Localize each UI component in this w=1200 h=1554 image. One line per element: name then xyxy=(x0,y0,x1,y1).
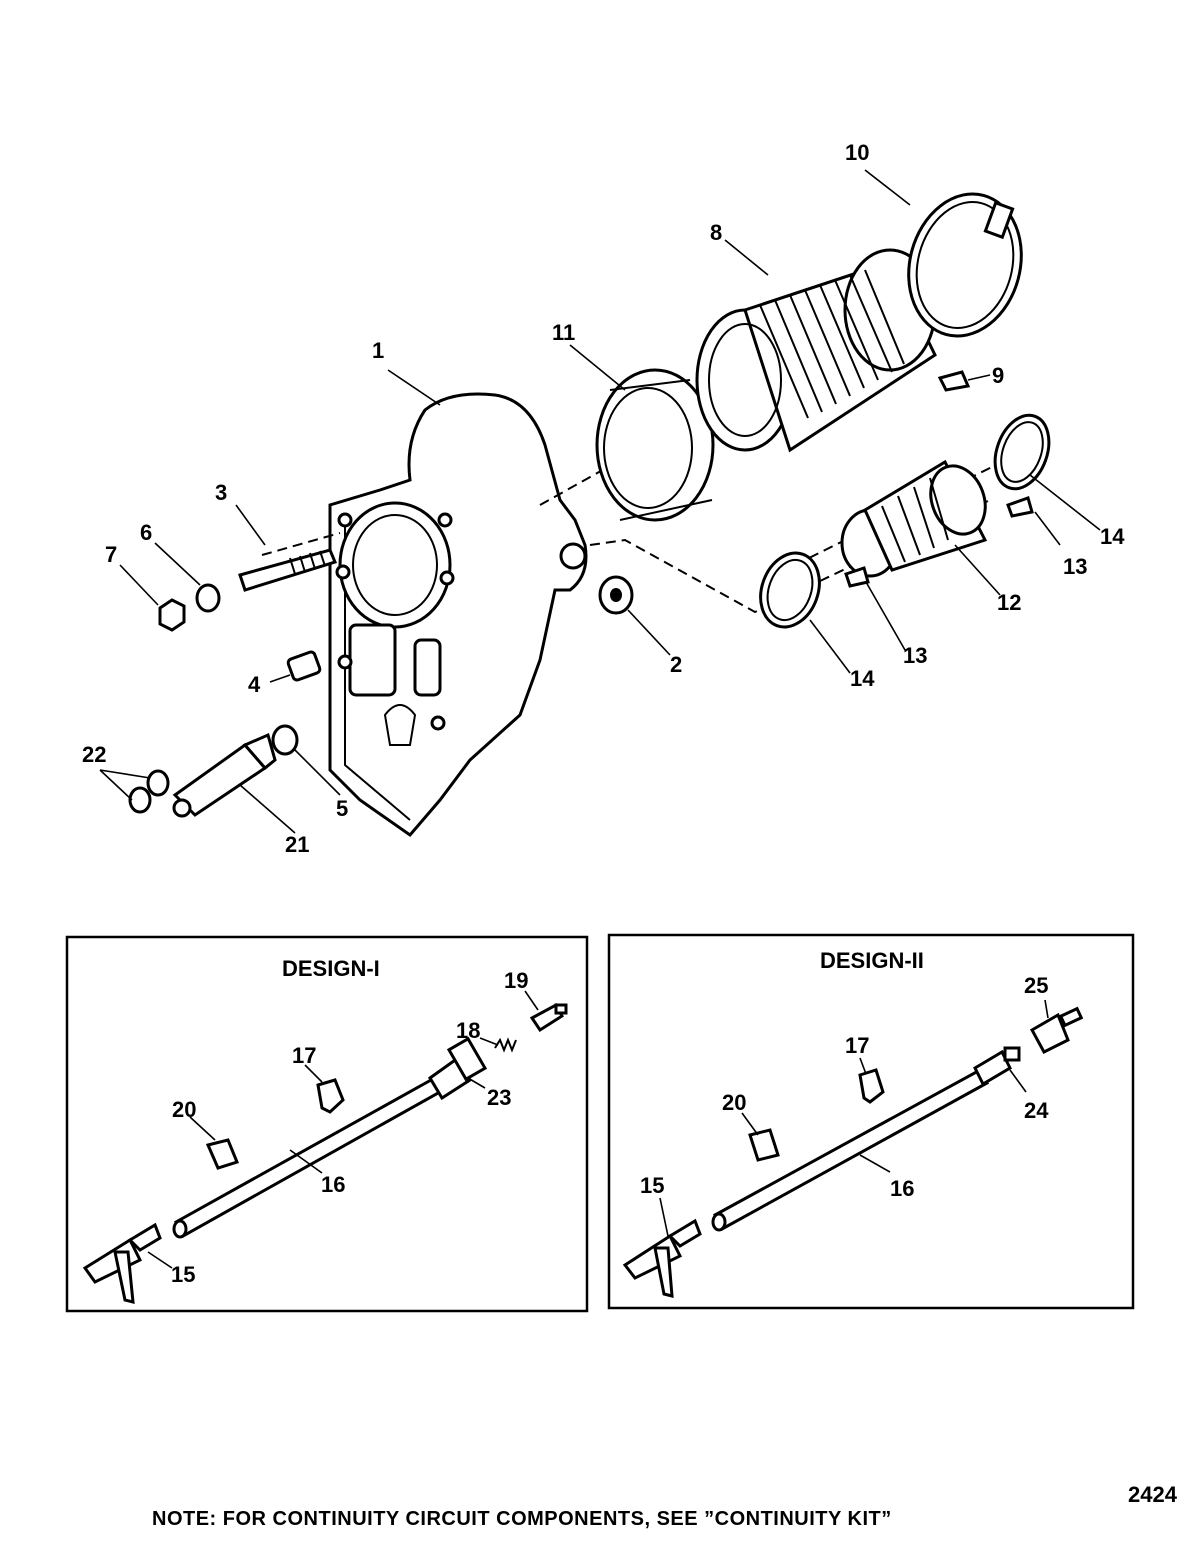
design-ii-callout-25: 25 xyxy=(1024,973,1048,998)
fitting-4 xyxy=(286,650,322,682)
design-ii-callout-16: 16 xyxy=(890,1176,914,1201)
callout-13-left: 13 xyxy=(903,643,927,668)
callout-9: 9 xyxy=(992,363,1004,388)
clamp-14-right xyxy=(993,413,1051,491)
design-ii-callout-17: 17 xyxy=(845,1033,869,1058)
o-ring-5 xyxy=(271,724,299,756)
footer-note: NOTE: FOR CONTINUITY CIRCUIT COMPONENTS,… xyxy=(152,1508,892,1530)
clip-9 xyxy=(937,370,971,392)
design-ii-panel: DESIGN-II 15 16 17 20 24 25 xyxy=(607,933,1135,1310)
main-callouts: 1 2 3 4 5 6 7 8 9 10 11 12 13 13 14 14 2… xyxy=(82,140,1125,857)
bell-housing xyxy=(328,392,588,838)
bellows-8 xyxy=(695,248,937,453)
callout-10: 10 xyxy=(845,140,869,165)
callout-7: 7 xyxy=(105,542,117,567)
ring-11 xyxy=(595,368,715,522)
design-i-callout-16: 16 xyxy=(321,1172,345,1197)
design-i-callout-18: 18 xyxy=(456,1018,480,1043)
design-i-title: DESIGN-I xyxy=(282,956,380,981)
washer-6 xyxy=(195,583,221,613)
callout-11: 11 xyxy=(552,320,575,345)
callout-4: 4 xyxy=(248,672,261,697)
clip-13-left xyxy=(844,566,870,588)
design-i-callout-20: 20 xyxy=(172,1097,196,1122)
washer-2 xyxy=(598,575,634,615)
washer-22b xyxy=(128,786,152,814)
design-i-callout-17: 17 xyxy=(292,1043,316,1068)
callout-13-right: 13 xyxy=(1063,554,1087,579)
design-ii-title: DESIGN-II xyxy=(820,948,924,973)
design-i-panel: DESIGN-I 15 16 17 18 19 20 23 xyxy=(65,935,589,1313)
callout-22: 22 xyxy=(82,742,106,767)
callout-14-right: 14 xyxy=(1100,524,1125,549)
design-i-callout-19: 19 xyxy=(504,968,528,993)
callout-3: 3 xyxy=(215,480,227,505)
nut-7 xyxy=(158,598,186,632)
callout-21: 21 xyxy=(285,832,309,857)
callout-1: 1 xyxy=(372,338,384,363)
callout-2: 2 xyxy=(670,652,682,677)
design-i-callout-15: 15 xyxy=(171,1262,195,1287)
design-ii-callout-20: 20 xyxy=(722,1090,746,1115)
callout-12: 12 xyxy=(997,590,1021,615)
clamp-10 xyxy=(907,192,1023,338)
design-i-callout-23: 23 xyxy=(487,1085,511,1110)
callout-5: 5 xyxy=(336,796,348,821)
clamp-14-left xyxy=(759,551,821,629)
callout-6: 6 xyxy=(140,520,152,545)
washer-22a xyxy=(146,769,170,797)
clip-13-right xyxy=(1006,496,1034,518)
design-ii-callout-24: 24 xyxy=(1024,1098,1049,1123)
switch-21 xyxy=(172,732,277,818)
diagram-code: 2424 xyxy=(1128,1482,1177,1507)
design-ii-callout-15: 15 xyxy=(640,1173,664,1198)
bellows-12 xyxy=(840,459,988,578)
stud-3 xyxy=(238,548,338,592)
leader-lines xyxy=(99,169,1101,834)
callout-14-left: 14 xyxy=(850,666,875,691)
callout-8: 8 xyxy=(710,220,722,245)
